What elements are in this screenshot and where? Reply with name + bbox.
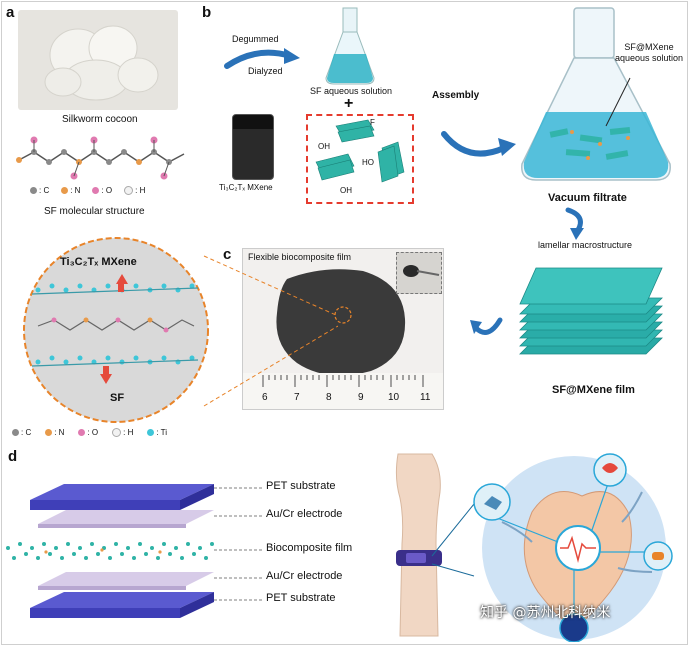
carbon-dot-icon <box>30 187 37 194</box>
molecule-caption: SF molecular structure <box>44 206 145 217</box>
legend-c-item-o: : O <box>78 428 98 437</box>
mxene-vial <box>232 114 274 180</box>
group-label-oh-2: OH <box>340 186 352 195</box>
lamellar-film-stack <box>519 267 663 355</box>
molecular-zoom-circle <box>23 237 338 423</box>
legend-text-c: : C <box>39 186 50 195</box>
legend-c-text-ti: : Ti <box>156 428 168 437</box>
panel-a-letter: a <box>6 4 15 21</box>
mxene-flakes-illustration <box>315 119 405 183</box>
mxene-vial-formula: Ti₃C₂Tₓ <box>219 183 246 192</box>
device-layer-stack <box>6 484 262 618</box>
group-label-oh-1: OH <box>318 142 330 151</box>
degum-arrow-icon <box>224 48 300 69</box>
legend-item-n: : N <box>61 186 80 195</box>
legend-c-item-n: : N <box>45 428 64 437</box>
titanium-dot-icon <box>147 429 155 436</box>
legend-text-o: : O <box>101 186 113 195</box>
cocoon-photo <box>18 10 178 110</box>
sf-flask-icon <box>325 7 375 85</box>
dialyzed-label: Dialyzed <box>248 66 283 76</box>
sf-solution-label: SF aqueous solution <box>310 86 393 96</box>
group-label-ho: HO <box>362 158 374 167</box>
group-label-f: F <box>370 118 375 127</box>
legend-text-n: : N <box>70 186 81 195</box>
sf-mxene-film-label: SF@MXene film <box>552 384 635 396</box>
legend-c-item-c: : C <box>12 428 31 437</box>
legend-text-h: : H <box>135 186 146 195</box>
layer-label-biocomposite: Biocomposite film <box>266 542 353 554</box>
vacuum-flask-icon <box>521 7 671 181</box>
legend-c-item-h: : H <box>112 428 133 437</box>
panel-c-letter: c <box>223 246 232 263</box>
sf-mxene-solution-label: SF@MXene aqueous solution <box>614 42 684 64</box>
mxene-vial-label: Ti₃C₂Tₓ MXene <box>219 183 273 192</box>
legend-c-item-ti: : Ti <box>147 428 167 437</box>
panel-c-legend: : C : N : O : H : Ti <box>12 428 167 437</box>
panel-b-letter: b <box>202 4 212 21</box>
hydrogen-dot-icon <box>124 186 134 195</box>
heart-monitoring-circle <box>473 453 673 642</box>
legend-item-h: : H <box>124 186 145 195</box>
panel-d-letter: d <box>8 448 18 465</box>
mxene-flakes-box <box>306 114 414 204</box>
ruler-tick-8: 8 <box>326 392 332 403</box>
flask-label-text: SF@MXene aqueous solution <box>614 42 684 63</box>
zoom-mxene-formula: Ti₃C₂Tₓ <box>60 256 99 268</box>
layer-label-electrode-bottom: Au/Cr electrode <box>266 570 343 582</box>
ruler-tick-7: 7 <box>294 392 300 403</box>
carbon-dot-icon <box>12 429 19 436</box>
oxygen-dot-icon <box>78 429 86 436</box>
assembly-label: Assembly <box>432 90 480 101</box>
panel-a-legend: : C : N : O : H <box>30 186 145 195</box>
mxene-vial-text: MXene <box>247 183 273 192</box>
wrist-wearable-illustration <box>395 453 442 637</box>
oxygen-dot-icon <box>92 187 100 194</box>
layer-label-electrode-top: Au/Cr electrode <box>266 508 343 520</box>
degummed-label: Degummed <box>232 34 279 44</box>
legend-c-text-c: : C <box>21 428 32 437</box>
nitrogen-dot-icon <box>45 429 53 436</box>
legend-c-text-h: : H <box>123 428 134 437</box>
bent-film-icon <box>403 265 440 277</box>
legend-item-o: : O <box>92 186 112 195</box>
film-photo-illustration <box>243 269 443 409</box>
hydrogen-dot-icon <box>112 428 122 437</box>
ruler-tick-10: 10 <box>388 392 400 403</box>
zoom-mxene-label: Ti₃C₂Tₓ MXene <box>60 256 137 268</box>
ruler-tick-11: 11 <box>420 392 431 403</box>
watermark-text: 知乎 @苏州北科纳米 <box>480 605 611 621</box>
legend-c-text-n: : N <box>54 428 65 437</box>
ruler-ticks: 6 7 8 9 10 11 <box>256 392 446 404</box>
lamellar-label: lamellar macrostructure <box>538 240 633 250</box>
sf-molecule-diagram <box>16 136 185 180</box>
layer-label-pet-bottom: PET substrate <box>266 592 336 604</box>
plus-sign: + <box>344 95 354 112</box>
film-caption: Flexible biocomposite film <box>248 252 352 262</box>
legend-item-c: : C <box>30 186 49 195</box>
legend-c-text-o: : O <box>87 428 99 437</box>
cocoon-illustration <box>44 25 159 101</box>
zoom-mxene-text: MXene <box>101 256 137 268</box>
filtrate-down-arrow-icon <box>565 207 584 240</box>
wrist-link-lines <box>431 503 475 577</box>
film-back-arrow-icon <box>470 317 503 335</box>
ruler-tick-6: 6 <box>262 392 268 403</box>
assembly-arrow-icon <box>441 131 516 157</box>
zoom-sf-label: SF <box>110 392 125 404</box>
ruler-tick-9: 9 <box>358 392 364 403</box>
cocoon-caption: Silkworm cocoon <box>62 114 138 125</box>
vial-cap <box>233 115 273 129</box>
vacuum-filtrate-label: Vacuum filtrate <box>548 192 627 204</box>
layer-label-pet-top: PET substrate <box>266 480 336 492</box>
film-flex-inset <box>396 252 442 294</box>
nitrogen-dot-icon <box>61 187 69 194</box>
